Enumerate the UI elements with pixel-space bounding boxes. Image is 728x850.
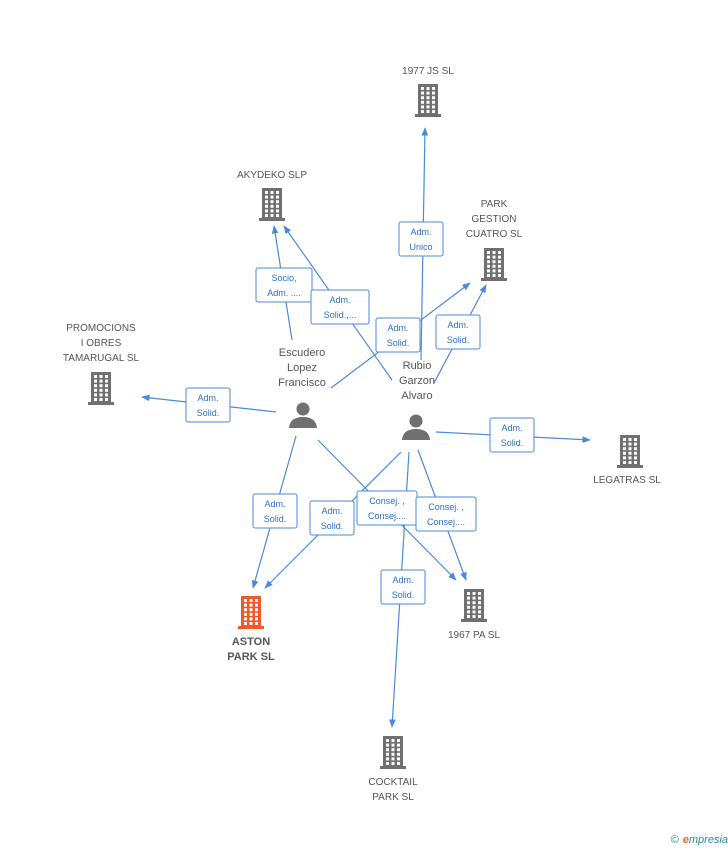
edge-label-line: Solid. <box>321 521 344 531</box>
company-label: ASTON <box>232 636 270 648</box>
brand-name: mpresia <box>688 834 728 846</box>
edge-label-line: Solid. <box>501 438 524 448</box>
edge-label-line: Adm. <box>321 506 342 516</box>
edge-label-line: Adm. <box>447 320 468 330</box>
company-label: PARK SL <box>227 651 275 663</box>
company-node-akydeko[interactable]: AKYDEKO SLP <box>237 170 307 221</box>
brand-logo-e: e <box>682 834 689 846</box>
edge-label-line: Adm. <box>264 499 285 509</box>
edge-label-rubio-cocktail[interactable]: Adm. Solid. <box>380 569 426 605</box>
person-label: Escudero <box>279 347 325 359</box>
edge-label-line: Consej. , <box>369 496 405 506</box>
building-icon <box>259 188 285 221</box>
edge-label-box <box>398 221 444 257</box>
building-icon <box>461 589 487 622</box>
edge-label-escudero-parkgestion[interactable]: Adm. Solid. <box>375 317 421 353</box>
edge-label-rubio-aston[interactable]: Adm. Solid. <box>309 500 355 536</box>
edge-label-rubio-akydeko[interactable]: Adm. Solid.,... <box>310 289 370 325</box>
edge-label-line: Consej.... <box>368 511 406 521</box>
building-icon <box>415 84 441 117</box>
company-label: PROMOCIONS <box>66 323 136 334</box>
edge-label-rubio-1977js[interactable]: Adm. Unico <box>398 221 444 257</box>
edge-label-line: Solid. <box>392 590 415 600</box>
company-label: CUATRO SL <box>466 229 523 240</box>
person-label: Rubio <box>403 360 432 372</box>
person-icon <box>289 402 317 428</box>
building-icon <box>88 372 114 405</box>
company-node-promocions[interactable]: PROMOCIONS I OBRES TAMARUGAL SL <box>63 323 140 405</box>
copyright-symbol: © <box>670 834 679 846</box>
edge-label-line: Adm. <box>501 423 522 433</box>
company-label: 1977 JS SL <box>402 66 454 77</box>
edge-label-box <box>310 289 370 325</box>
company-label: COCKTAIL <box>368 777 418 788</box>
company-label: TAMARUGAL SL <box>63 353 140 364</box>
company-node-1967pa[interactable]: 1967 PA SL <box>448 589 501 641</box>
edge-label-box <box>255 267 313 303</box>
company-node-cocktail[interactable]: COCKTAIL PARK SL <box>368 736 418 803</box>
company-label: GESTION <box>471 214 516 225</box>
person-label: Alvaro <box>401 390 432 402</box>
company-node-legatras[interactable]: LEGATRAS SL <box>593 435 661 486</box>
edge-label-line: Adm. <box>410 227 431 237</box>
edge-label-line: Solid. <box>387 338 410 348</box>
edge-label-box <box>309 500 355 536</box>
edge-label-line: Solid. <box>264 514 287 524</box>
edge-label-box <box>415 496 477 532</box>
person-label: Lopez <box>287 362 317 374</box>
person-label: Garzon <box>399 375 435 387</box>
edge-label-rubio-1967pa[interactable]: Consej. , Consej.... <box>415 496 477 532</box>
edge-label-escudero-1967pa[interactable]: Consej. , Consej.... <box>356 490 418 526</box>
edge-label-rubio-parkgestion[interactable]: Adm. Solid. <box>435 314 481 350</box>
edge-label-box <box>489 417 535 453</box>
edge-label-box <box>252 493 298 529</box>
edge-label-escudero-promocions[interactable]: Adm. Solid. <box>185 387 231 423</box>
edge-label-box <box>185 387 231 423</box>
company-label: 1967 PA SL <box>448 630 501 641</box>
edge-label-box <box>435 314 481 350</box>
edge-label-box <box>375 317 421 353</box>
edge-label-line: Adm. <box>329 295 350 305</box>
company-node-aston[interactable]: ASTON PARK SL <box>227 596 275 663</box>
edge-label-line: Solid.,... <box>324 310 357 320</box>
building-icon <box>238 596 264 629</box>
company-node-parkgestion[interactable]: PARK GESTION CUATRO SL <box>466 199 523 281</box>
edge-label-line: Adm. .... <box>267 288 301 298</box>
edge-label-box <box>380 569 426 605</box>
company-label: PARK <box>481 199 508 210</box>
footer-brand[interactable]: ©empresia <box>671 834 728 846</box>
company-label: LEGATRAS SL <box>593 475 661 486</box>
edge-label-line: Unico <box>409 242 432 252</box>
edge-label-line: Consej. , <box>428 502 464 512</box>
edge-label-line: Socio, <box>271 273 296 283</box>
edge-label-line: Adm. <box>392 575 413 585</box>
edge-label-line: Adm. <box>387 323 408 333</box>
company-label: I OBRES <box>81 338 122 349</box>
edge-label-line: Consej.... <box>427 517 465 527</box>
company-label: PARK SL <box>372 792 414 803</box>
edge-label-line: Solid. <box>447 335 470 345</box>
edge-label-line: Adm. <box>197 393 218 403</box>
person-icon <box>402 414 430 440</box>
nodes-layer: 1977 JS SL AKYDEKO SLP PARK GESTION CUATRO S… <box>63 66 661 803</box>
company-label: AKYDEKO SLP <box>237 170 307 181</box>
edge-label-escudero-akydeko[interactable]: Socio, Adm. .... <box>255 267 313 303</box>
building-icon <box>380 736 406 769</box>
edge-label-rubio-legatras[interactable]: Adm. Solid. <box>489 417 535 453</box>
edge-label-line: Solid. <box>197 408 220 418</box>
building-icon <box>617 435 643 468</box>
edge-label-escudero-aston[interactable]: Adm. Solid. <box>252 493 298 529</box>
person-label: Francisco <box>278 377 326 389</box>
company-node-1977js[interactable]: 1977 JS SL <box>402 66 454 117</box>
building-icon <box>481 248 507 281</box>
